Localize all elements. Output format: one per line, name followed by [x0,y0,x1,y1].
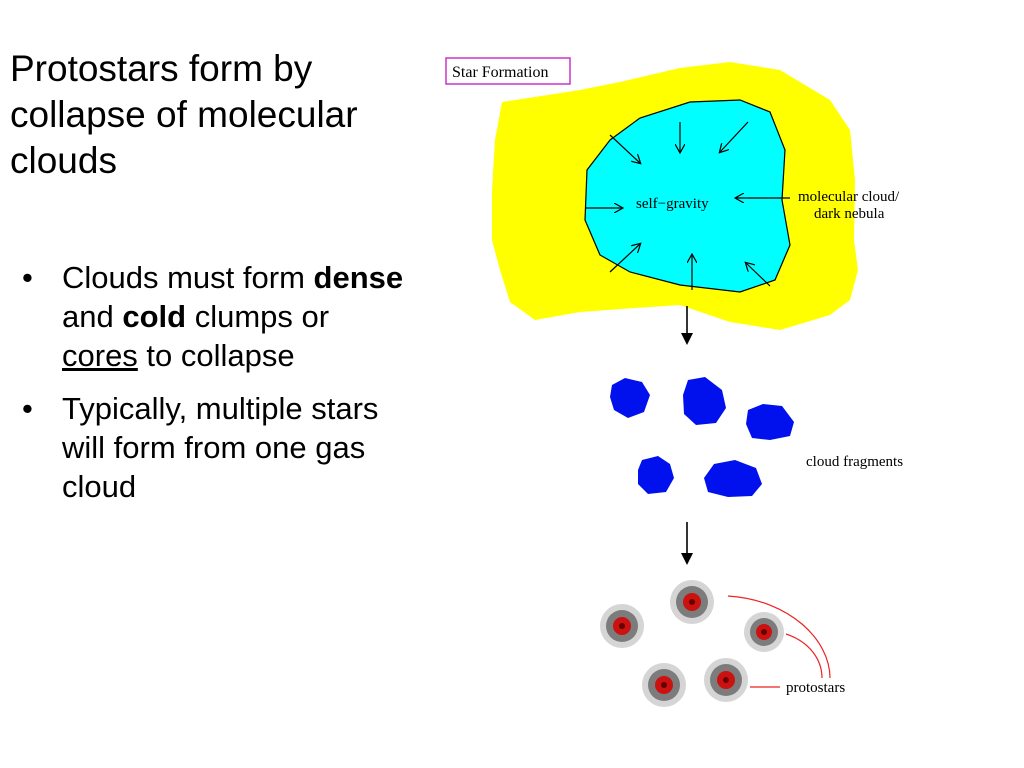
cloud-fragments-label: cloud fragments [806,454,903,470]
bullet-emphasis-cold: cold [122,299,187,334]
protostar [670,580,714,624]
cloud-fragment [610,378,650,418]
bullet-list: • Clouds must form dense and cold clumps… [22,258,412,520]
cloud-fragment [704,460,762,497]
protostar [642,663,686,707]
bullet-item: • Typically, multiple stars will form fr… [22,389,412,506]
molecular-cloud-label: molecular cloud/ [798,189,900,205]
self-gravity-arrows [585,121,790,290]
cloud-fragment [683,377,726,425]
slide-title: Protostars form by collapse of molecular… [10,48,358,181]
protostar [600,604,644,648]
bullet-marker: • [22,391,33,426]
bullet-emphasis-dense: dense [313,260,404,295]
bullet-item: • Clouds must form dense and cold clumps… [22,258,412,375]
bullet-marker: • [22,260,33,295]
cloud-fragments [610,377,794,497]
bullet-text: Typically, multiple stars will form from… [62,391,379,504]
star-formation-diagram: Star Formation self−gravity molecular cl… [445,57,903,707]
protostars [600,580,784,707]
cloud-fragment [638,456,674,494]
self-gravity-label: self−gravity [636,196,709,212]
bullet-text-part: Clouds must form [62,260,314,295]
bullet-text-part: to collapse [137,338,295,373]
protostars-label: protostars [786,680,845,696]
diagram-title-box [445,57,571,85]
protostar [744,612,784,652]
bullet-text-part: clumps or [186,299,330,334]
diagram-title-label: Star Formation [452,64,548,81]
protostar-leader-lines [727,595,831,688]
bullet-underline-cores: cores [62,338,138,373]
dark-nebula-label: dark nebula [814,206,885,222]
protostar [704,658,748,702]
cloud-fragment [746,404,794,440]
bullet-text-part: and [62,299,123,334]
